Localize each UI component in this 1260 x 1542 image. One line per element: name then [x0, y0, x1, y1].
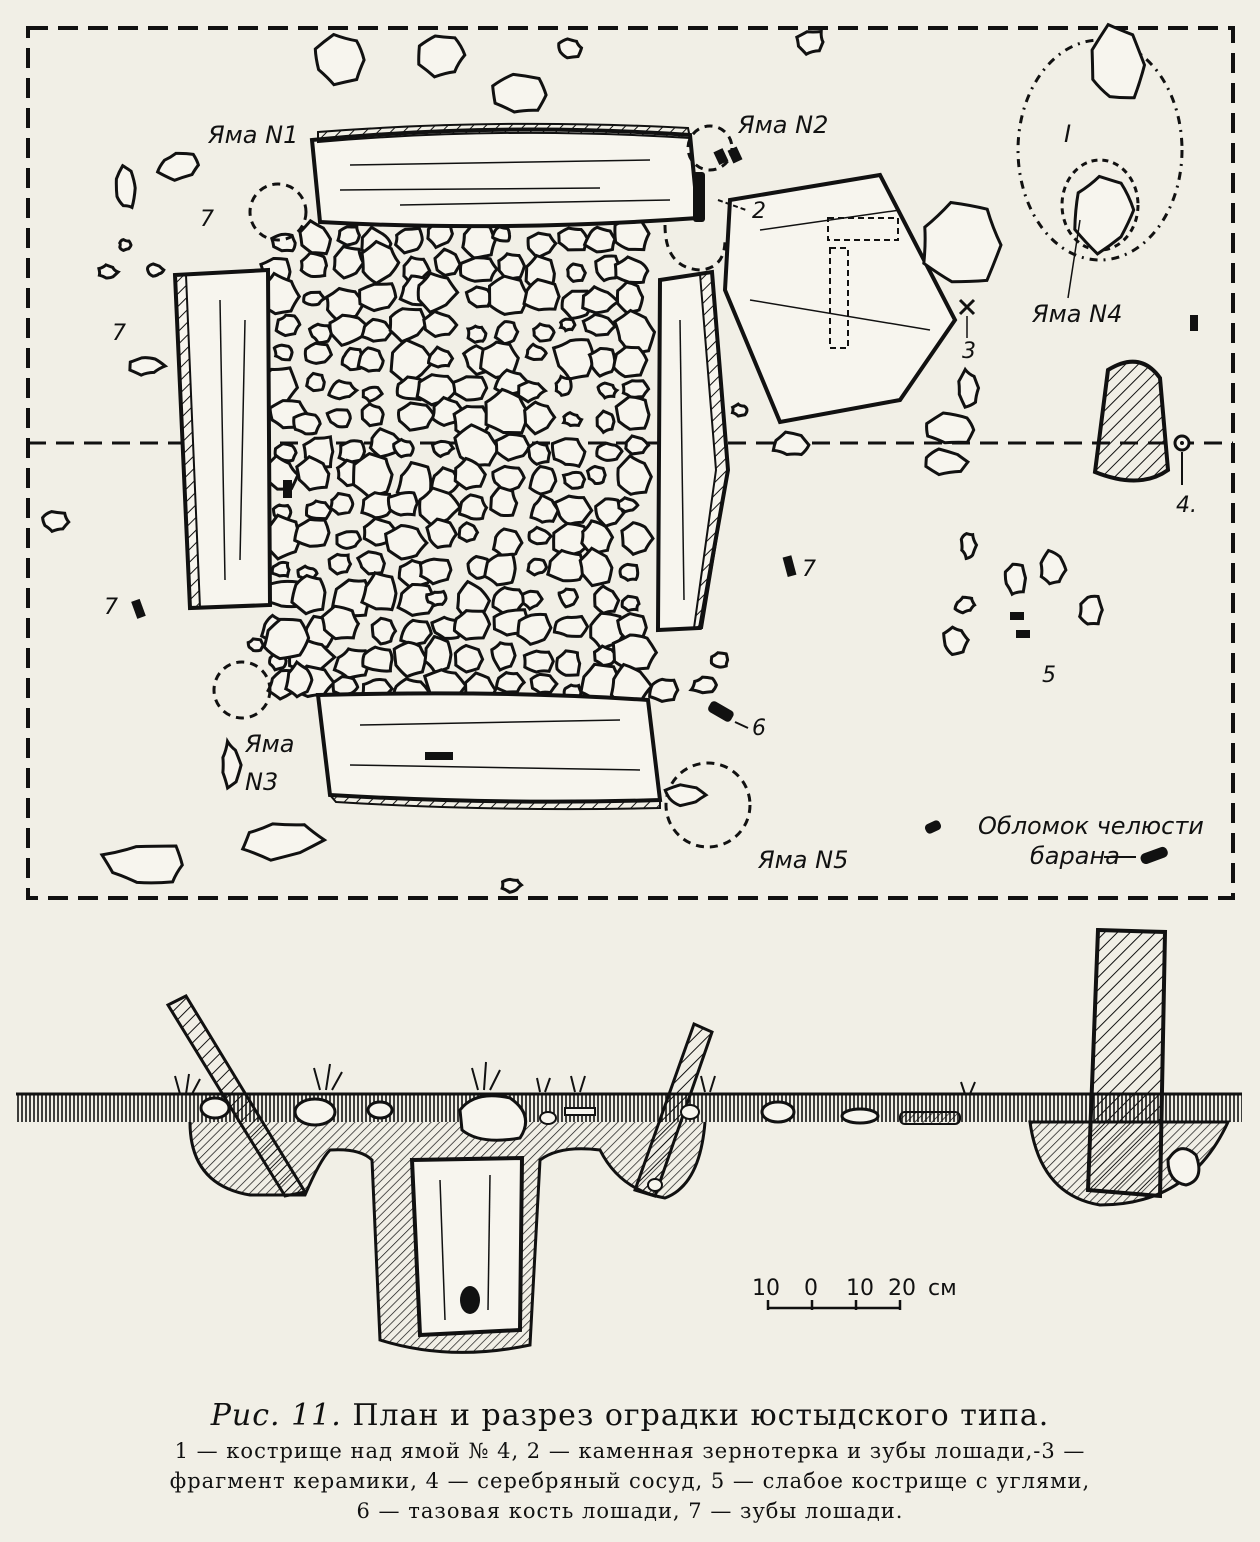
- legend-line-1: 1 — кострище над ямой № 4, 2 — каменная …: [174, 1439, 1086, 1463]
- marker-5: 5: [1042, 663, 1056, 688]
- pit-1: [248, 182, 308, 242]
- marker-4: 4.: [1176, 493, 1197, 518]
- scale-unit: см: [928, 1276, 957, 1301]
- slab-south: [315, 691, 663, 811]
- figure-title: План и разрез оградки юстыдского типа.: [352, 1398, 1050, 1433]
- pit-5-label: Яма N5: [757, 846, 848, 874]
- excavation-boundary: [26, 26, 1235, 900]
- marker-6: 6: [752, 716, 766, 741]
- pit-2: [686, 124, 734, 172]
- pit-1-label: Яма N1: [207, 121, 298, 149]
- pit-3: [212, 660, 272, 720]
- pit-3-label-a: Яма: [244, 730, 295, 758]
- stone-fill: [257, 216, 659, 710]
- scale-tick-label-20: 20: [888, 1276, 916, 1301]
- scale-tick-label-10b: 10: [846, 1276, 874, 1301]
- marker-3: 3: [962, 339, 976, 364]
- slab-north: [309, 122, 701, 229]
- marker-7-d: 7: [802, 557, 816, 582]
- figure-legend: 1 — кострище над ямой № 4, 2 — каменная …: [20, 1436, 1240, 1526]
- figure-number: Рис. 11.: [210, 1398, 342, 1433]
- slab-east: [655, 269, 731, 633]
- scale-tick-label-10a: 10: [752, 1276, 780, 1301]
- figure-caption-title: Рис. 11. План и разрез оградки юстыдског…: [20, 1398, 1240, 1433]
- marker-7-a: 7: [200, 207, 214, 232]
- pit-5: [664, 761, 752, 849]
- jaw-label-a: Обломок челюсти: [978, 812, 1204, 840]
- marker-7-b: 7: [112, 321, 126, 346]
- pit-4-inner: [1060, 158, 1140, 252]
- outer-stones: [41, 22, 1147, 894]
- legend-line-3: 6 — тазовая кость лошади, 7 — зубы лошад…: [356, 1499, 904, 1523]
- marker-7-c: 7: [104, 595, 118, 620]
- scale-tick-label-0: 0: [804, 1276, 818, 1301]
- find-markers: [131, 146, 1198, 865]
- scale-bar: 10 0 10 20 см: [752, 1276, 957, 1310]
- pit-2-arc: [663, 224, 727, 272]
- legend-line-2: фрагмент керамики, 4 — серебряный сосуд,…: [169, 1469, 1091, 1493]
- pit-4-label: Яма N4: [1031, 300, 1122, 328]
- pit-2-label: Яма N2: [737, 111, 828, 139]
- section-drawing: [16, 927, 1242, 1354]
- pit-3-label-b: N3: [245, 768, 278, 796]
- roman-one-label: I: [1064, 120, 1071, 148]
- standing-stone-plan: [1092, 359, 1171, 483]
- marker-2: 2: [752, 199, 766, 224]
- slab-west: [172, 267, 273, 611]
- grinding-stone: [722, 172, 958, 425]
